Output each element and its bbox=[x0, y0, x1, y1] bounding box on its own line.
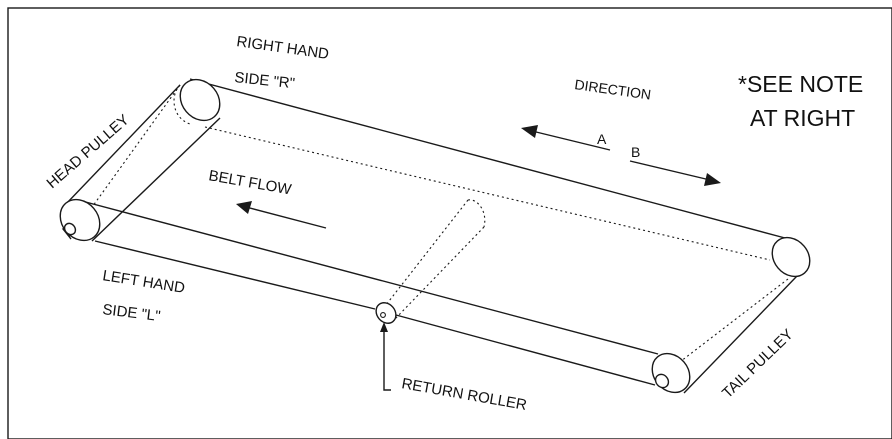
side-l-label: SIDE "L" bbox=[102, 301, 162, 325]
tail-pulley-label: TAIL PULLEY bbox=[719, 326, 797, 402]
right-hand-label: RIGHT HAND bbox=[235, 33, 330, 63]
direction-a-label: A bbox=[597, 131, 607, 147]
left-hand-label: LEFT HAND bbox=[101, 267, 186, 297]
see-note-line2: AT RIGHT bbox=[750, 105, 855, 131]
side-r-label: SIDE "R" bbox=[234, 69, 296, 92]
belt-outline bbox=[65, 78, 798, 394]
diagram-border bbox=[7, 7, 892, 439]
direction-b-label: B bbox=[631, 144, 640, 160]
direction-b-arrow-icon bbox=[629, 160, 721, 186]
see-note-line1: *SEE NOTE bbox=[738, 71, 863, 97]
belt-flow-arrow-icon bbox=[236, 201, 327, 229]
return-roller-drawing bbox=[375, 302, 397, 324]
return-roller-pointer bbox=[380, 322, 391, 391]
head-pulley-drawing bbox=[59, 78, 221, 242]
direction-label: DIRECTION bbox=[574, 76, 652, 103]
hidden-edges bbox=[71, 84, 789, 369]
direction-a-arrow-icon bbox=[521, 125, 611, 151]
tail-pulley-drawing bbox=[651, 236, 811, 394]
belt-flow-label: BELT FLOW bbox=[207, 167, 293, 198]
head-pulley-label: HEAD PULLEY bbox=[43, 111, 132, 192]
return-roller-label: RETURN ROLLER bbox=[400, 375, 528, 414]
